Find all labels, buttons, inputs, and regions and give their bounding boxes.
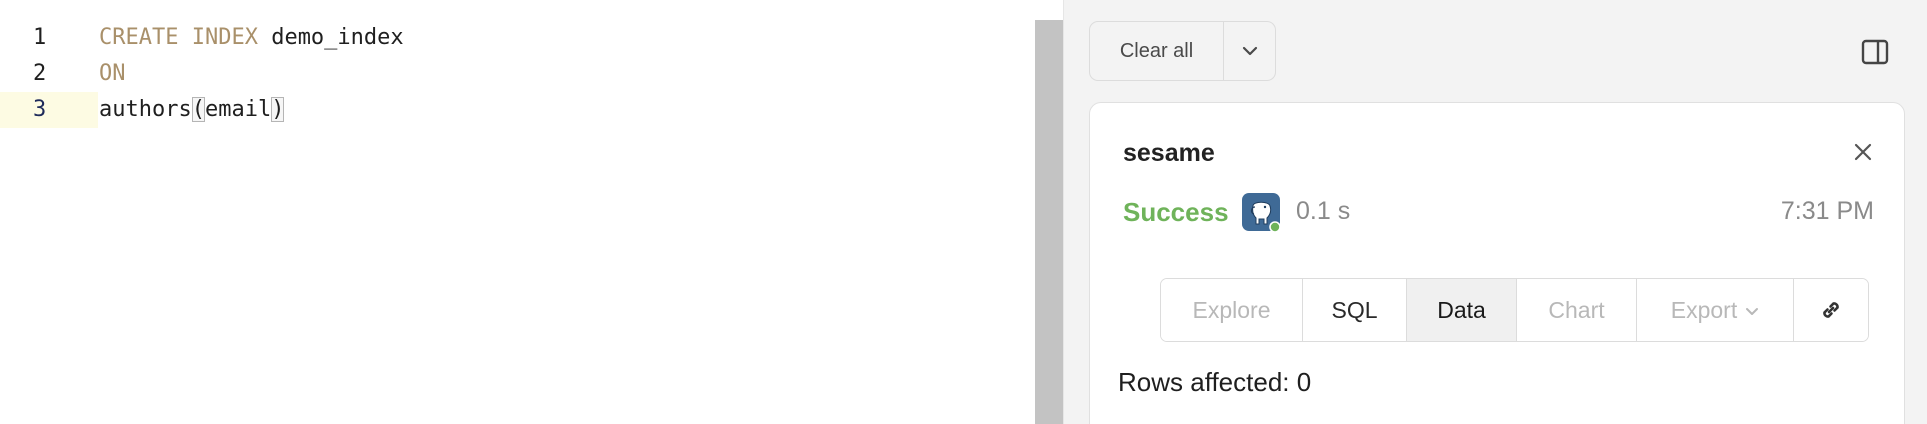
- code-text[interactable]: ON: [99, 56, 126, 92]
- line-number: 2: [33, 61, 47, 86]
- sidebar-panel-icon: [1861, 39, 1889, 65]
- identifier: email: [204, 97, 272, 122]
- status-text: Success: [1123, 197, 1229, 227]
- link-icon: [1823, 302, 1839, 318]
- gutter: 2: [0, 56, 98, 92]
- code-line-active[interactable]: 3 authors(email): [0, 92, 1035, 128]
- tab-explore[interactable]: Explore: [1161, 279, 1303, 341]
- matched-bracket: ): [271, 97, 285, 122]
- code-line[interactable]: 1 CREATE INDEX demo_index: [0, 20, 1035, 56]
- code-text[interactable]: authors(email): [99, 92, 285, 128]
- line-number: 3: [33, 97, 47, 122]
- gutter: 1: [0, 20, 98, 56]
- tab-chart[interactable]: Chart: [1517, 279, 1637, 341]
- clear-options-button[interactable]: [1224, 22, 1276, 80]
- close-result-button[interactable]: [1850, 139, 1876, 165]
- postgresql-elephant-icon: [1242, 193, 1281, 233]
- sql-editor[interactable]: 1 CREATE INDEX demo_index 2 ON 3 authors…: [0, 0, 1035, 424]
- copy-link-button[interactable]: [1794, 279, 1868, 341]
- query-time: 7:31 PM: [1780, 197, 1874, 225]
- panel-toggle-button[interactable]: [1859, 36, 1891, 68]
- tab-data[interactable]: Data: [1407, 279, 1517, 341]
- query-duration: 0.1 s: [1296, 197, 1351, 225]
- matched-bracket: (: [191, 97, 205, 122]
- rows-affected: Rows affected: 0: [1118, 367, 1312, 397]
- chevron-down-icon: [1746, 308, 1759, 316]
- result-view-tabs: Explore SQL Data Chart Export: [1160, 278, 1869, 342]
- gutter: 3: [0, 92, 98, 128]
- results-pane: Clear all sesame Success 0.1 s 7:31 PM E…: [1063, 0, 1927, 424]
- line-number: 1: [33, 25, 47, 50]
- clear-all-button[interactable]: Clear all: [1119, 40, 1194, 62]
- code-text[interactable]: CREATE INDEX demo_index: [99, 20, 404, 56]
- divider: [1223, 22, 1224, 80]
- sql-keyword: CREATE INDEX: [99, 25, 258, 50]
- chevron-down-icon: [1242, 46, 1258, 56]
- sql-keyword: ON: [99, 61, 126, 86]
- connection-name: sesame: [1123, 139, 1215, 167]
- tab-sql[interactable]: SQL: [1303, 279, 1407, 341]
- clear-all-group: Clear all: [1089, 21, 1276, 81]
- result-card: sesame Success 0.1 s 7:31 PM Explore SQL…: [1089, 102, 1905, 424]
- identifier: demo_index: [257, 25, 404, 50]
- close-icon: [1854, 143, 1872, 161]
- tab-export[interactable]: Export: [1637, 279, 1794, 341]
- tab-export-label: Export: [1670, 297, 1738, 323]
- pane-splitter[interactable]: [1035, 20, 1063, 424]
- identifier: authors: [99, 97, 192, 122]
- code-line[interactable]: 2 ON: [0, 56, 1035, 92]
